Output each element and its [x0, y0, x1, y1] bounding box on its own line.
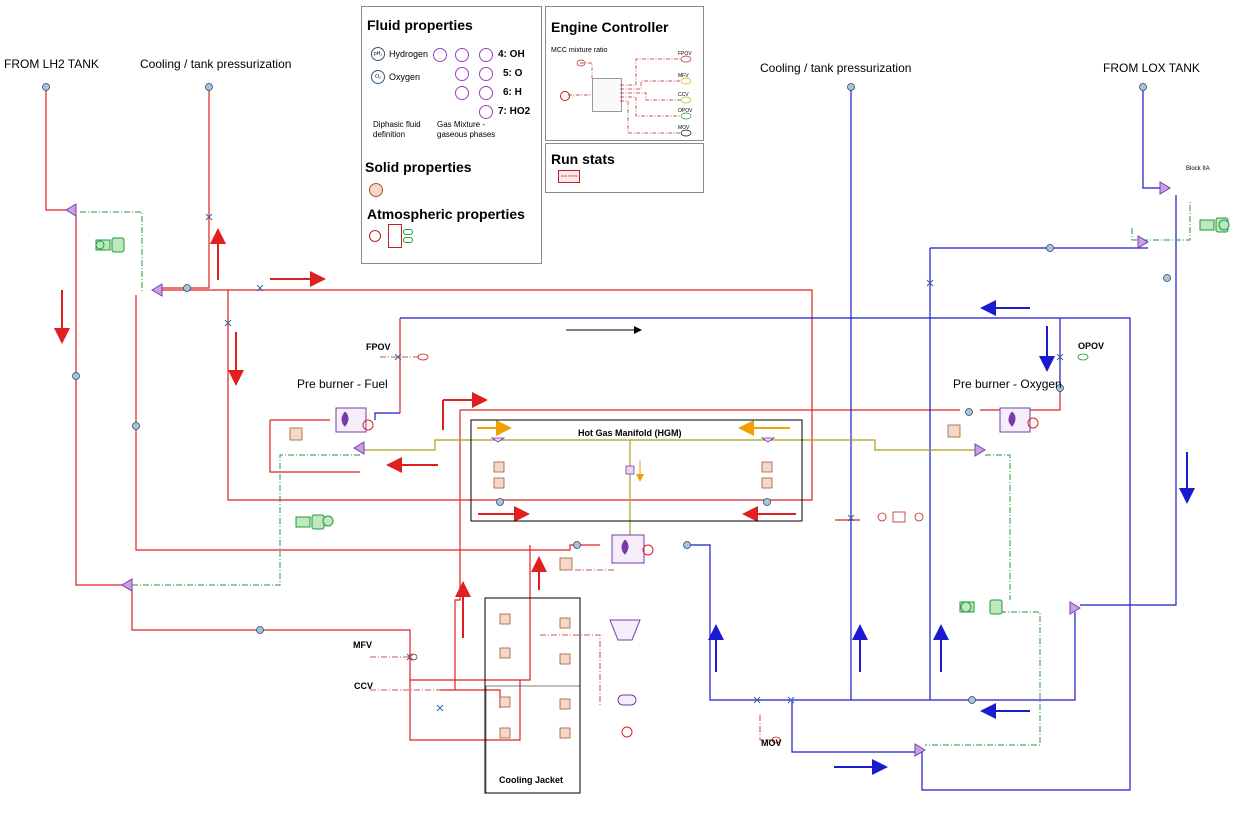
opov-valve — [1056, 353, 1064, 361]
gas-mixture-label: Gas Mixture - gaseous phases — [437, 120, 496, 139]
run-stats-panel: Run stats RUN STATS — [545, 143, 704, 193]
opov-label: OPOV — [1078, 341, 1105, 351]
diphasic-label: Diphasic fluid definition — [373, 120, 421, 139]
gas-mixture-icon[interactable] — [455, 86, 469, 100]
fuel-turbine-icon — [353, 441, 365, 455]
atmosphere-icon[interactable] — [369, 230, 381, 242]
cooling-jacket-subbox — [485, 685, 581, 794]
oxygen-label: Oxygen — [389, 72, 421, 82]
mov-label: MOV — [761, 738, 782, 748]
species-icon[interactable] — [479, 48, 493, 62]
species-h: 6: H — [503, 87, 522, 98]
cooling-right-node — [847, 83, 855, 91]
lox-shaft-icon — [1199, 219, 1215, 231]
mcc-label: MCC mixture ratio — [551, 47, 608, 54]
mov-valve — [753, 696, 761, 704]
species-icon[interactable] — [479, 105, 493, 119]
main-chamber-icon — [611, 534, 645, 564]
species-icon[interactable] — [479, 67, 493, 81]
ccv-label: CCV — [354, 681, 374, 691]
atmospheric-properties-title: Atmospheric properties — [367, 206, 525, 222]
lox-main-pump-icon — [1069, 601, 1081, 615]
control-lines — [80, 200, 1191, 746]
controller-input-icon — [560, 91, 570, 101]
ctrl-out-ccv: CCV — [678, 92, 689, 98]
properties-panel: Fluid properties pH₂ Hydrogen O₂ Oxygen … — [361, 6, 542, 264]
solid-properties-title: Solid properties — [365, 159, 472, 175]
hgm-box — [470, 419, 803, 522]
fuel-pump-icon — [151, 283, 163, 297]
valves — [205, 213, 1064, 712]
oxygen-icon[interactable]: O₂ — [371, 70, 385, 84]
nozzle-icon — [609, 619, 641, 641]
preburners — [335, 407, 1039, 738]
atmo-out-icon — [403, 229, 413, 235]
ctrl-out-mfv: MFV — [678, 73, 689, 79]
opov-actuator-icon — [1077, 353, 1089, 361]
atmosphere-block-icon[interactable] — [388, 224, 402, 248]
ctrl-out-fpov: FPOV — [678, 51, 692, 57]
solid-material-icon[interactable] — [369, 183, 383, 197]
species-ho2: 7: HO2 — [498, 106, 531, 117]
block-iia-label: Block IIA — [1186, 166, 1210, 172]
cooling-jacket-label: Cooling Jacket — [499, 775, 564, 785]
mfv-label: MFV — [353, 640, 372, 650]
shafts — [95, 217, 1230, 615]
fpov-valve — [394, 353, 402, 361]
run-stats-chip[interactable]: RUN STATS — [558, 170, 580, 183]
hydrogen-label: Hydrogen — [389, 49, 429, 59]
engine-controller-panel: Engine Controller MCC mixture ratio FPOV… — [545, 6, 704, 141]
ccv-valve — [436, 704, 444, 712]
ambient-icon — [617, 694, 637, 706]
flow-arrows — [54, 228, 1195, 775]
lox-aux-pump-icon — [914, 743, 926, 757]
from-lox-tank-label: FROM LOX TANK — [1103, 61, 1200, 75]
preburner-fuel-icon — [335, 407, 367, 433]
controller-block-icon[interactable] — [592, 78, 622, 112]
fuel-shaft-icon — [295, 516, 311, 528]
lox-pump-icon — [1137, 235, 1149, 249]
lox-boost-pump-icon — [1159, 181, 1171, 195]
hgm-label: Hot Gas Manifold (HGM) — [578, 428, 682, 438]
fpov-label: FPOV — [366, 342, 391, 352]
pumps — [65, 181, 1171, 757]
cooling-right-label: Cooling / tank pressurization — [760, 61, 912, 75]
gas-mixture-icon[interactable] — [455, 48, 469, 62]
mfv-valve — [406, 653, 414, 661]
cooling-left-label: Cooling / tank pressurization — [140, 57, 292, 71]
preburner-fuel-label: Pre burner - Fuel — [297, 377, 388, 391]
oxidizer-lines — [374, 90, 1177, 791]
species-icon[interactable] — [479, 86, 493, 100]
ctrl-out-opov: OPOV — [678, 108, 693, 114]
lh2-boost-pump-icon — [65, 203, 77, 217]
ctrl-out-mov: MOV — [678, 125, 690, 131]
species-oh: 4: OH — [498, 49, 525, 60]
from-lh2-tank-label: FROM LH2 TANK — [4, 57, 99, 71]
species-o: 5: O — [503, 68, 523, 79]
cooling-left-node — [205, 83, 213, 91]
gas-mixture-icon[interactable] — [433, 48, 447, 62]
thermal-elements — [289, 424, 961, 739]
gas-mixture-icon[interactable] — [455, 67, 469, 81]
run-stats-title: Run stats — [551, 151, 615, 167]
misc-components — [408, 353, 1089, 744]
hydrogen-icon[interactable]: pH₂ — [371, 47, 385, 61]
lh2-inlet-node — [42, 83, 50, 91]
fpov-actuator-icon — [417, 353, 429, 361]
atmo-out-icon — [403, 237, 413, 243]
lox-inlet-node — [1139, 83, 1147, 91]
fuel-main-pump-icon — [121, 578, 133, 592]
fluid-properties-title: Fluid properties — [367, 17, 473, 33]
ox-turbine-icon — [974, 443, 986, 457]
signal-lines — [370, 356, 1005, 741]
junction-nodes — [42, 83, 1171, 704]
preburner-oxygen-label: Pre burner - Oxygen — [953, 377, 1062, 391]
hot-gas-line — [360, 439, 980, 540]
engine-controller-title: Engine Controller — [551, 19, 669, 35]
